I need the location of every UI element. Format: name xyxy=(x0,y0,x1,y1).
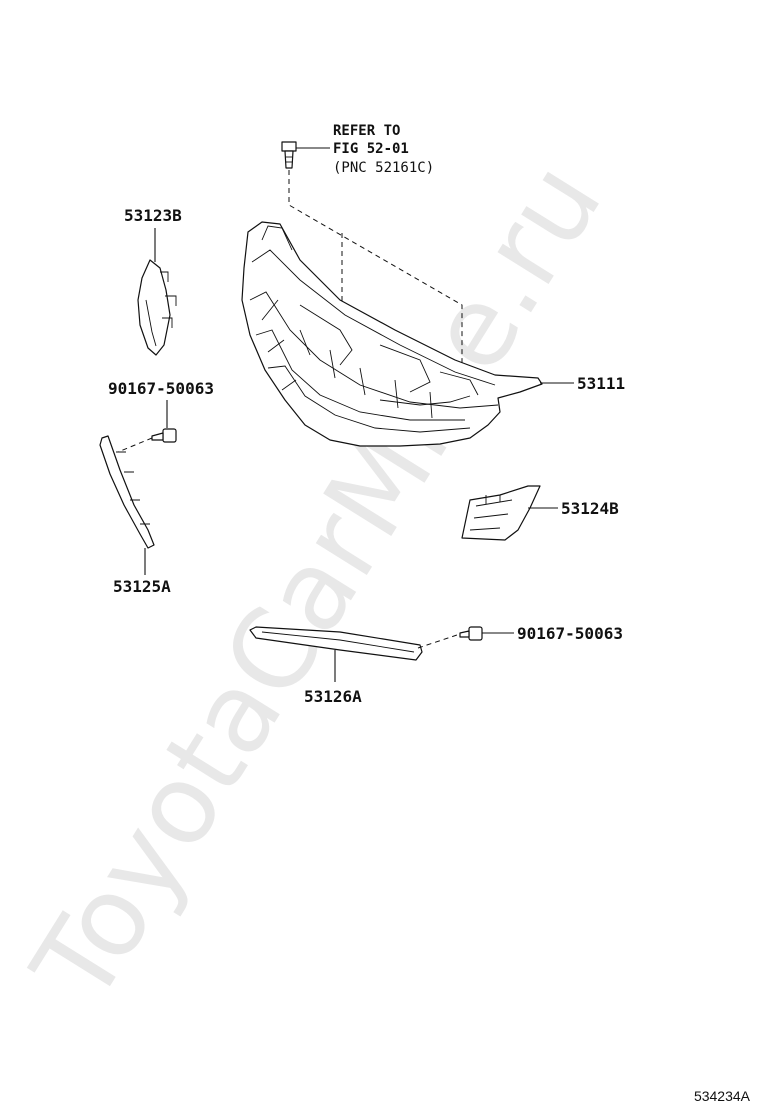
label-90167-lower: 90167-50063 xyxy=(517,624,623,643)
label-53111: 53111 xyxy=(577,374,625,393)
refer-note-line1: REFER TO xyxy=(333,123,400,139)
bracket-53124b xyxy=(461,485,541,541)
refer-note-line3: (PNC 52161C) xyxy=(333,160,434,176)
radiator-grille-53111 xyxy=(241,221,543,447)
label-53125a: 53125A xyxy=(113,577,171,596)
figure-id: 534234A xyxy=(693,1088,750,1104)
bolt-90167-upper xyxy=(151,428,177,443)
label-53124b: 53124B xyxy=(561,499,619,518)
watermark: ToyotaCarMine.ru xyxy=(8,141,626,1025)
molding-53125a xyxy=(99,435,155,549)
bolt-guide-lower xyxy=(417,633,461,649)
label-53123b: 53123B xyxy=(124,206,182,225)
label-53126a: 53126A xyxy=(304,687,362,706)
bolt-90167-lower xyxy=(459,626,483,641)
clip-fastener xyxy=(281,141,297,169)
bolt-guide-upper xyxy=(117,437,153,453)
label-90167-upper: 90167-50063 xyxy=(108,379,214,398)
assembly-guide-lines xyxy=(288,170,463,365)
bracket-53123b xyxy=(137,259,177,356)
refer-note-line2: FIG 52-01 xyxy=(333,141,409,157)
molding-53126a xyxy=(249,626,423,661)
